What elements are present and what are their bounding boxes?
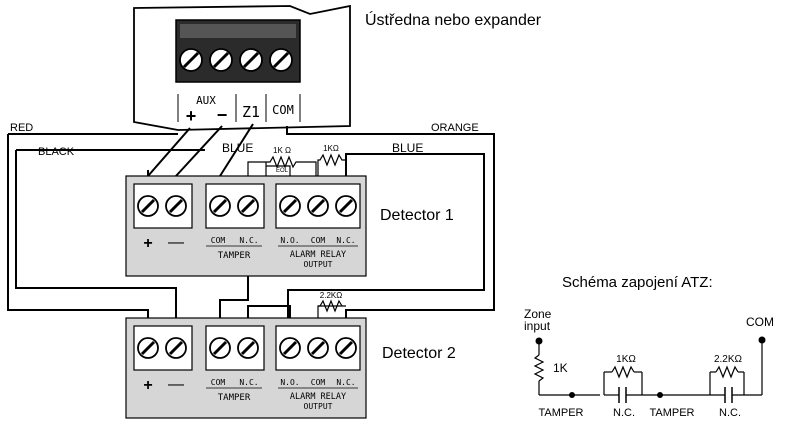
- schema-resistor-2k2: [715, 365, 739, 379]
- detector2-tamper-label: TAMPER: [218, 393, 251, 403]
- detector1-relay-nc: N.C.: [336, 236, 355, 245]
- schema-com: COM: [746, 315, 774, 329]
- detector1-r2-value: 1KΩ: [323, 144, 339, 153]
- detector1-tamper-nc: N.C.: [239, 236, 258, 245]
- panel-aux-minus: −: [217, 105, 228, 125]
- detector2-relay-no: N.O.: [280, 378, 299, 387]
- detector2-minus: —: [168, 376, 184, 393]
- detector2-tamper-com: COM: [211, 378, 226, 387]
- detector2-relay-output: OUTPUT: [304, 402, 333, 411]
- detector1-relay-title: ALARM RELAY: [290, 250, 346, 260]
- detector2-board: + — COM N.C. TAMPER N.O. COM N.C. ALARM …: [125, 317, 367, 419]
- schema-com-terminal: [758, 336, 766, 344]
- detector2-name: Detector 2: [382, 345, 456, 362]
- red-wire-loop: [7, 134, 149, 318]
- blue-wire-right: [287, 153, 485, 318]
- control-panel: AUX + − Z1 COM: [133, 4, 351, 131]
- detector2-relay-title: ALARM RELAY: [290, 392, 346, 402]
- panel-title: Ústředna nebo expander: [365, 10, 542, 29]
- schema-r3-label: 2.2KΩ: [714, 354, 743, 365]
- detector1-relay-output: OUTPUT: [304, 260, 333, 269]
- panel-aux-plus: +: [186, 106, 197, 126]
- detector1-minus: —: [168, 234, 184, 251]
- wire-label-orange: ORANGE: [431, 122, 479, 134]
- panel-com-label: COM: [272, 103, 294, 117]
- detector1-relay-com: COM: [311, 236, 326, 245]
- detector2-relay-nc: N.C.: [336, 378, 355, 387]
- detector2-tamper-nc: N.C.: [239, 378, 258, 387]
- orange-wire-loop: [286, 126, 495, 318]
- schema-zone-input-line1: Zone: [524, 307, 552, 321]
- schema-title: Schéma zapojení ATZ:: [562, 274, 713, 291]
- blue-wire-z1: [219, 123, 254, 177]
- schema-tamper2-label: TAMPER: [649, 407, 694, 419]
- detector1-r1-value: 1K Ω: [273, 146, 291, 155]
- schema-nc2-label: N.C.: [719, 407, 741, 419]
- detector1-relay-no: N.O.: [280, 236, 299, 245]
- schema-r1-label: 1K: [553, 361, 568, 375]
- black-wire-loop: [15, 150, 177, 318]
- schema-tamper1-label: TAMPER: [538, 407, 583, 419]
- schema-tamper1-contact: [569, 392, 575, 398]
- wires: [7, 123, 495, 318]
- detector2-plus: +: [143, 377, 152, 394]
- schema-nc1-label: N.C.: [613, 407, 635, 419]
- detector2-resistor-symbol: [318, 299, 343, 313]
- panel-z1-label: Z1: [242, 103, 260, 121]
- wire-label-black: BLACK: [38, 146, 75, 158]
- schema-resistor-1kohm: [611, 365, 635, 379]
- detector1-name: Detector 1: [380, 207, 454, 224]
- schema-tamper2-contact: [657, 392, 663, 398]
- detector1-r1-note: EOL: [276, 168, 289, 174]
- schema-r2-label: 1KΩ: [616, 354, 636, 365]
- wire-label-red: RED: [10, 122, 33, 134]
- red-wire-panel: [147, 127, 191, 177]
- detector1-relay-resistor: [317, 153, 346, 176]
- detector1-tamper-com: COM: [211, 236, 226, 245]
- tamper-link-wire: [219, 262, 249, 318]
- detector1-plus: +: [143, 235, 152, 252]
- detector1-board: + — COM N.C. TAMPER N.O. COM N.C. ALARM …: [125, 175, 367, 277]
- atz-schematic: Schéma zapojení ATZ: Zone input COM 1K 1…: [524, 274, 774, 419]
- wire-label-blue-left: BLUE: [222, 141, 253, 155]
- schema-resistor-1k: [533, 354, 545, 382]
- schema-zone-input-line2: input: [524, 319, 551, 333]
- detector2-resistor: 2.2KΩ: [318, 291, 343, 313]
- panel-terminal-screws: [179, 48, 293, 72]
- detector1-eol-resistor: [266, 155, 317, 176]
- panel-aux-label: AUX: [196, 94, 216, 107]
- panel-terminal-top: [180, 24, 296, 38]
- detector2-relay-com: COM: [311, 378, 326, 387]
- wire-label-blue-right: BLUE: [392, 141, 423, 155]
- detector1-tamper-label: TAMPER: [218, 251, 251, 261]
- detector2-r-value: 2.2KΩ: [320, 291, 342, 300]
- detector1-resistors: 1K Ω EOL 1KΩ: [265, 144, 346, 176]
